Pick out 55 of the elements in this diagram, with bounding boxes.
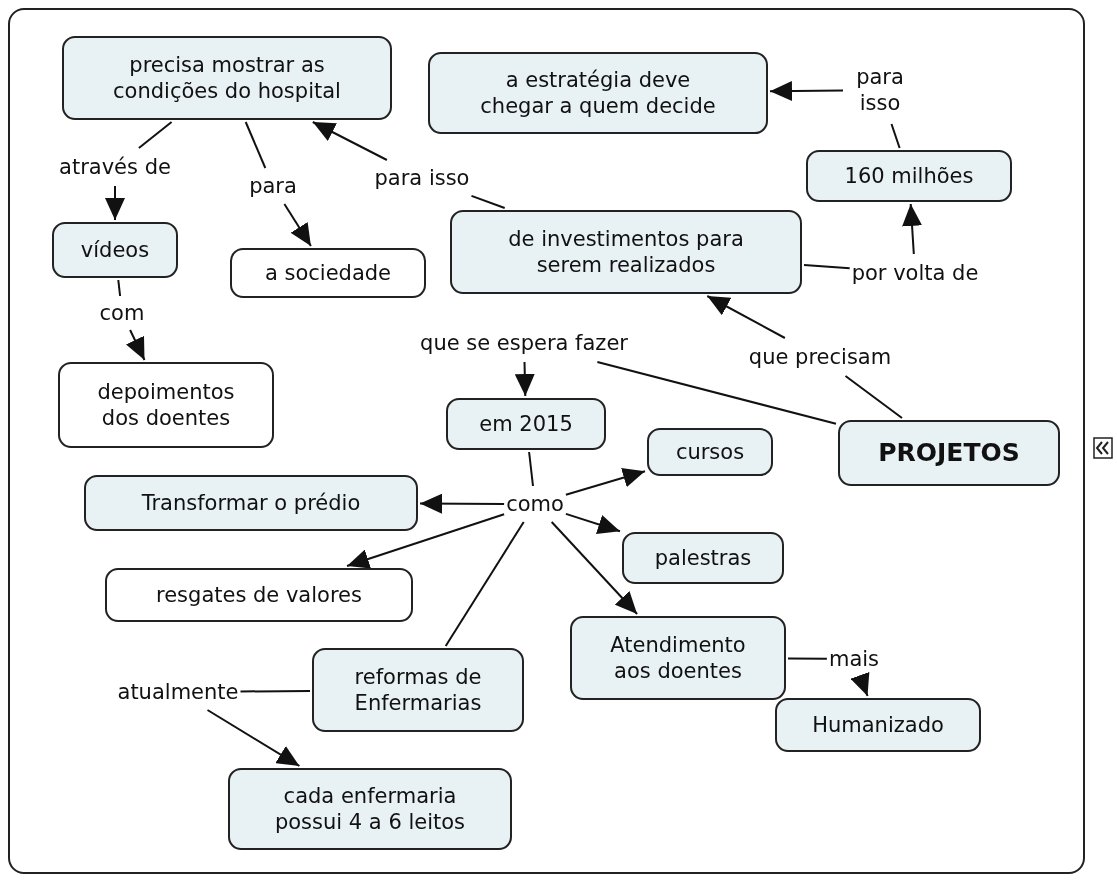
arrow — [850, 671, 870, 697]
concept-box: Transformar o prédio — [84, 475, 418, 531]
arrow — [550, 521, 639, 615]
arrow — [125, 329, 146, 361]
arrow — [346, 513, 506, 569]
connector-line — [444, 521, 525, 647]
connector-line — [596, 361, 837, 425]
connector-line — [787, 657, 828, 660]
linking-phrase: que se espera fazer — [420, 326, 628, 360]
concept-box: 160 milhões — [806, 150, 1012, 202]
arrow — [283, 203, 312, 247]
linking-phrase: para isso — [845, 58, 915, 122]
concept-box: Atendimento aos doentes — [570, 616, 786, 700]
concept-box: resgates de valores — [105, 568, 413, 622]
arrow — [105, 185, 125, 221]
connector-line — [844, 375, 903, 419]
concept-box: cada enfermaria possui 4 a 6 leitos — [228, 768, 512, 850]
linking-phrase: com — [99, 298, 145, 328]
concept-box: reformas de Enfermarias — [312, 648, 524, 732]
concept-box: a sociedade — [230, 248, 426, 298]
linking-phrase: para isso — [374, 162, 470, 194]
linking-phrase: atualmente — [117, 676, 239, 708]
concept-box: em 2015 — [446, 398, 606, 450]
concept-box: vídeos — [52, 222, 178, 278]
arrow — [514, 361, 535, 397]
linking-phrase: por volta de — [851, 256, 979, 290]
concept-box: precisa mostrar as condições do hospital — [62, 36, 392, 120]
connector-line — [137, 121, 173, 149]
arrow — [564, 512, 621, 535]
arrow — [769, 80, 844, 101]
concept-box: cursos — [647, 428, 773, 476]
arrow — [206, 709, 301, 767]
concept-box: palestras — [622, 532, 784, 584]
linking-phrase: para — [249, 170, 297, 202]
concept-box: PROJETOS — [838, 420, 1060, 486]
arrow — [419, 493, 506, 514]
arrow — [706, 295, 786, 339]
connector-line — [244, 121, 267, 169]
arrow — [902, 203, 923, 255]
linking-phrase: mais — [828, 644, 880, 674]
connector-line — [890, 123, 901, 149]
concept-box: a estratégia deve chegar a quem decide — [428, 52, 768, 134]
concept-box: de investimentos para serem realizados — [450, 210, 802, 294]
connector-line — [803, 263, 851, 270]
linking-phrase: como — [506, 488, 564, 520]
connector-line — [117, 279, 122, 297]
linking-phrase: através de — [59, 150, 171, 184]
linking-phrase: que precisam — [748, 340, 892, 374]
arrow — [564, 468, 646, 496]
concept-box: depoimentos dos doentes — [58, 362, 274, 448]
concept-box: Humanizado — [775, 698, 981, 752]
connector-line — [239, 689, 311, 693]
connector-line — [528, 451, 534, 487]
connector-line — [470, 194, 506, 209]
arrow — [311, 121, 388, 161]
